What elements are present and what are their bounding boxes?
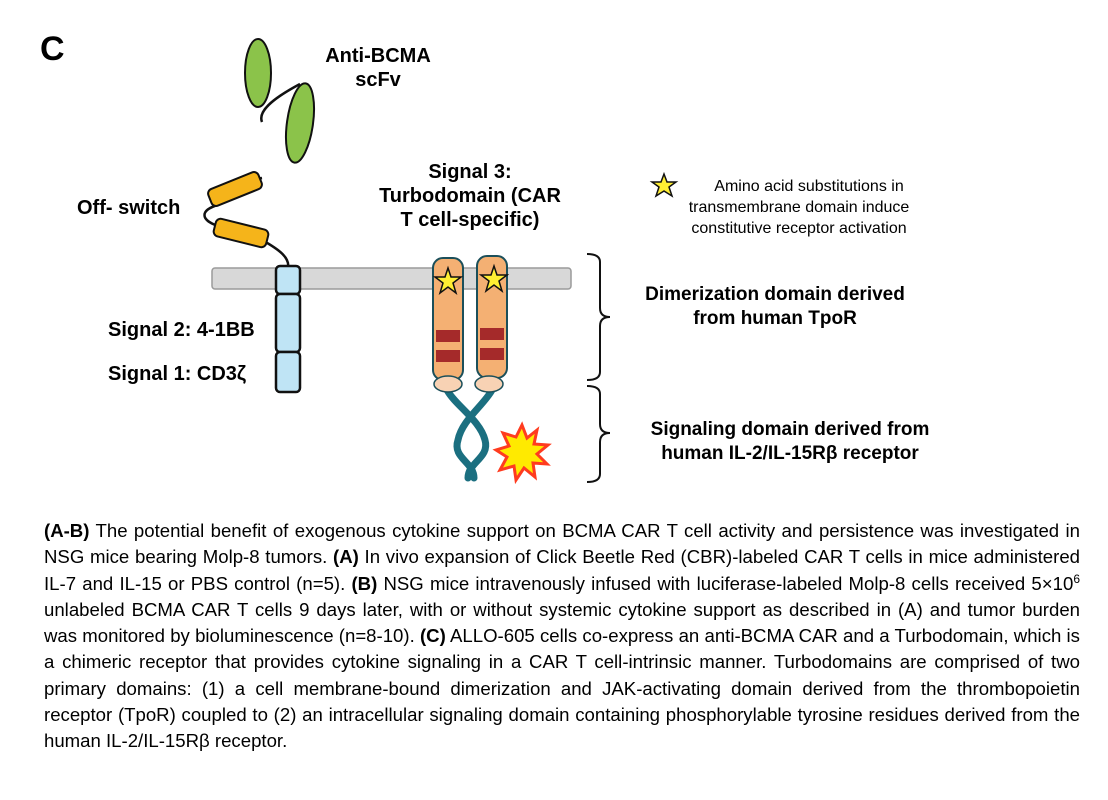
figure-caption: (A-B) The potential benefit of exogenous…: [44, 518, 1080, 755]
dimerization-label: Dimerization domain derived from human T…: [620, 283, 930, 331]
scfv-domain-1: [244, 38, 272, 108]
substitution-star-icon: [432, 265, 464, 295]
caption-text: NSG mice intravenously infused with luci…: [377, 572, 1074, 594]
label-line: Dimerization domain derived: [645, 284, 905, 305]
signal2-label: Signal 2: 4-1BB: [108, 319, 255, 341]
bracket-dimerization: [586, 253, 611, 381]
label-line: human IL-2/IL-15Rβ receptor: [661, 443, 919, 464]
label-line: scFv: [355, 69, 401, 91]
cell-membrane: [211, 267, 572, 290]
caption-text: In vivo expansion of Click Beetle Red (C…: [44, 546, 1080, 594]
off-switch-domain-1: [207, 171, 263, 207]
legend-star-icon: [649, 171, 679, 198]
figure-panel-c: C Anti-BCMA scFv Off- switch Signal 3: T…: [40, 30, 950, 485]
turbodomain-helix-b: [453, 386, 496, 482]
bracket-signaling: [586, 385, 611, 483]
signal3-label: Signal 3: Turbodomain (CAR T cell-specif…: [355, 160, 585, 232]
label-line: Turbodomain (CAR: [379, 185, 561, 207]
label-line: Signal 3:: [428, 161, 512, 183]
car-4-1bb-domain: [274, 292, 302, 354]
off-switch-domain-2: [212, 217, 270, 249]
label-line: from human TpoR: [693, 308, 857, 329]
caption-text: ALLO-605 cells co-express an anti-BCMA C…: [44, 625, 1080, 752]
scfv-domain-2: [284, 82, 316, 164]
label-line: Amino acid substitutions in: [714, 178, 904, 195]
anti-bcma-scfv-label: Anti-BCMA scFv: [308, 44, 448, 92]
label-line: T cell-specific): [400, 209, 540, 231]
caption-ref-ab: (A-B): [44, 520, 90, 541]
legend-text: Amino acid substitutions in transmembran…: [664, 176, 934, 239]
diagram-canvas: [203, 38, 679, 485]
off-switch-label: Off- switch: [77, 197, 181, 219]
caption-ref-a: (A): [333, 546, 359, 568]
label-line: transmembrane domain induce: [688, 199, 910, 216]
car-transmembrane: [274, 264, 302, 296]
label-line: Anti-BCMA: [325, 45, 431, 67]
caption-text: The potential benefit of exogenous cytok…: [44, 520, 1080, 568]
label-line: constitutive receptor activation: [691, 220, 907, 237]
caption-ref-b: (B): [351, 572, 378, 594]
panel-letter: C: [40, 30, 65, 68]
car-cd3z-domain: [274, 350, 302, 394]
substitution-star-icon: [478, 263, 510, 293]
caption-text: unlabeled BCMA CAR T cells 9 days later,…: [44, 598, 1080, 647]
signaling-label: Signaling domain derived from human IL-2…: [630, 418, 950, 466]
signaling-burst-icon: [492, 421, 552, 485]
turbodomain-monomer-left: [432, 257, 464, 393]
caption-ref-c: (C): [419, 625, 446, 647]
label-line: Signaling domain derived from: [650, 419, 930, 440]
signal1-label: Signal 1: CD3ζ: [108, 363, 247, 385]
caption-superscript: 6: [1073, 571, 1080, 586]
